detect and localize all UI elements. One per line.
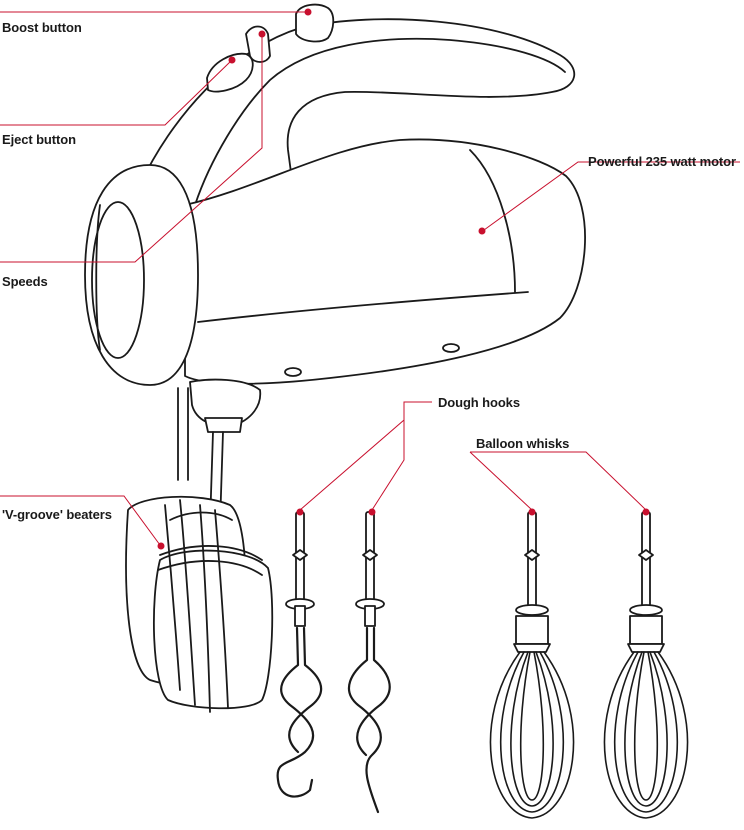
leader-eject [0, 59, 233, 126]
vent [284, 367, 302, 377]
dough-hook-right [347, 511, 391, 814]
whisk-ferrule [515, 615, 549, 645]
beater-stem [177, 387, 189, 481]
label-eject-button: Eject button [2, 132, 76, 147]
label-boost-button: Boost button [2, 20, 82, 35]
hook-notch [362, 549, 378, 561]
hook-neck [364, 605, 376, 627]
front-cap-contour [95, 204, 101, 351]
handle-contour [194, 37, 566, 206]
whisk-ferrule-base [513, 643, 551, 653]
leader-dots [157, 8, 650, 550]
label-dough-hooks: Dough hooks [438, 395, 520, 410]
dot-eject [228, 56, 236, 64]
balloon-whisk-right [603, 511, 689, 819]
beater-wire [214, 509, 229, 709]
hand-mixer [84, 3, 586, 433]
dot-boost [304, 8, 312, 16]
speed-slider-shape [245, 25, 271, 63]
vent [442, 343, 460, 353]
beater-wire [179, 499, 196, 706]
hook-spiral [276, 626, 315, 798]
hook-spiral [356, 626, 391, 757]
beater-wire [199, 504, 211, 713]
dot-whisk-right [642, 508, 650, 516]
dot-whisk-left [528, 508, 536, 516]
leader-lines [0, 11, 740, 546]
label-v-groove-beaters: 'V-groove' beaters [2, 507, 112, 522]
beater-socket [189, 378, 262, 428]
dot-motor [478, 227, 486, 235]
label-balloon-whisks: Balloon whisks [476, 436, 570, 451]
housing-band [469, 149, 516, 293]
whisk-notch [524, 549, 540, 561]
housing-seam [197, 291, 529, 323]
label-motor: Powerful 235 watt motor [588, 154, 736, 169]
hook-spiral [288, 626, 323, 754]
leader-vgroove [0, 495, 161, 546]
whisk-collar [629, 604, 663, 616]
boost-button-shape [295, 3, 335, 43]
beater-wire [164, 504, 181, 691]
leader-speeds [0, 34, 263, 263]
leader-dough [299, 401, 432, 511]
balloon-whisk-left [489, 511, 575, 819]
beater-wire [157, 560, 263, 576]
leader-whisks [469, 451, 647, 511]
v-groove-beaters [125, 387, 274, 713]
motor-housing [184, 138, 586, 385]
leader-motor [483, 161, 740, 231]
whisk-notch [638, 549, 654, 561]
label-speeds: Speeds [2, 274, 48, 289]
eject-button-shape [206, 52, 254, 93]
whisk-collar [515, 604, 549, 616]
beater-paddle [153, 549, 274, 710]
dot-dough-right [368, 508, 376, 516]
hook-neck [294, 605, 306, 627]
whisk-ferrule-base [627, 643, 665, 653]
dough-hook-left [276, 511, 323, 798]
dot-dough-left [296, 508, 304, 516]
socket-ring [204, 417, 243, 433]
hook-spiral [347, 626, 382, 814]
dot-vgroove [157, 542, 165, 550]
whisk-wires [489, 651, 575, 819]
dot-speeds [258, 30, 266, 38]
whisk-ferrule [629, 615, 663, 645]
whisk-wires [603, 651, 689, 819]
front-cap-recess [91, 201, 145, 359]
beater-wire [169, 511, 233, 521]
beater-wire [159, 545, 263, 561]
hook-notch [292, 549, 308, 561]
